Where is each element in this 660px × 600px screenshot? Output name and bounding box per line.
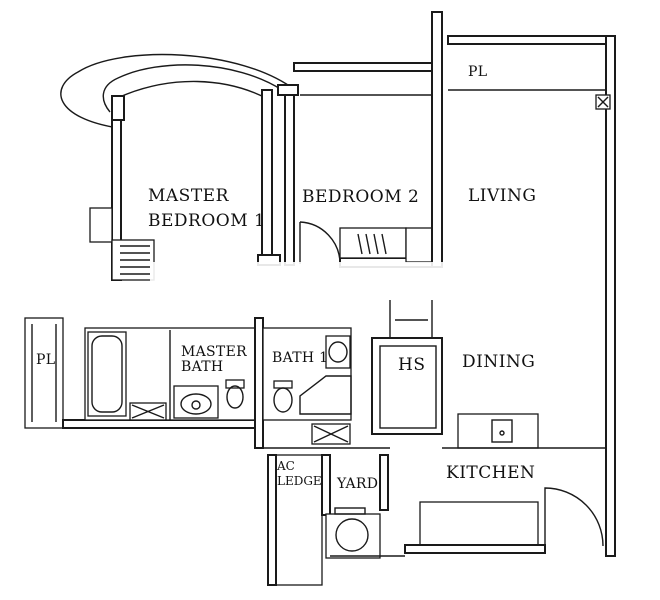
hs-walls — [371, 300, 443, 435]
bay-window — [60, 53, 296, 129]
label-master-bedroom-line1: MASTER — [148, 186, 230, 206]
toilet-master — [225, 379, 245, 389]
door-swing-bedroom2 — [299, 221, 341, 265]
label-bath-1: BATH 1 — [272, 350, 328, 366]
kitchen-base — [419, 501, 539, 547]
kitchen-walls — [404, 413, 606, 554]
kitchen-counter — [457, 413, 539, 449]
label-living: LIVING — [468, 186, 536, 206]
closet-niche — [89, 207, 113, 243]
bathtub — [87, 331, 127, 417]
bedroom-2-walls — [277, 62, 437, 268]
label-hs: HS — [398, 355, 425, 375]
bath-1-walls — [254, 317, 390, 449]
master-bath-walls — [84, 327, 256, 421]
label-ac-ledge-line1: AC — [276, 459, 295, 473]
label-dining: DINING — [462, 352, 535, 372]
label-ac-ledge-line2: LEDGE — [277, 474, 322, 488]
wardrobe-bedroom2 — [339, 227, 407, 259]
label-pl-left: PL — [36, 352, 55, 368]
master-bedroom-walls — [89, 89, 281, 281]
label-master-bath-line1: MASTER — [181, 344, 247, 360]
label-master-bedroom-line2: BEDROOM 1 — [148, 211, 265, 231]
kitchen-sink — [491, 419, 513, 443]
washer — [325, 513, 381, 559]
label-pl-top: PL — [468, 64, 487, 80]
shower-corner — [299, 375, 352, 415]
label-yard: YARD — [336, 476, 378, 492]
label-kitchen: KITCHEN — [446, 463, 535, 483]
label-bedroom-2: BEDROOM 2 — [302, 187, 419, 207]
door-swing-main — [544, 487, 604, 547]
toilet-bath1 — [273, 380, 293, 389]
label-master-bath-line2: BATH — [181, 359, 223, 375]
service-area-walls — [267, 454, 405, 586]
